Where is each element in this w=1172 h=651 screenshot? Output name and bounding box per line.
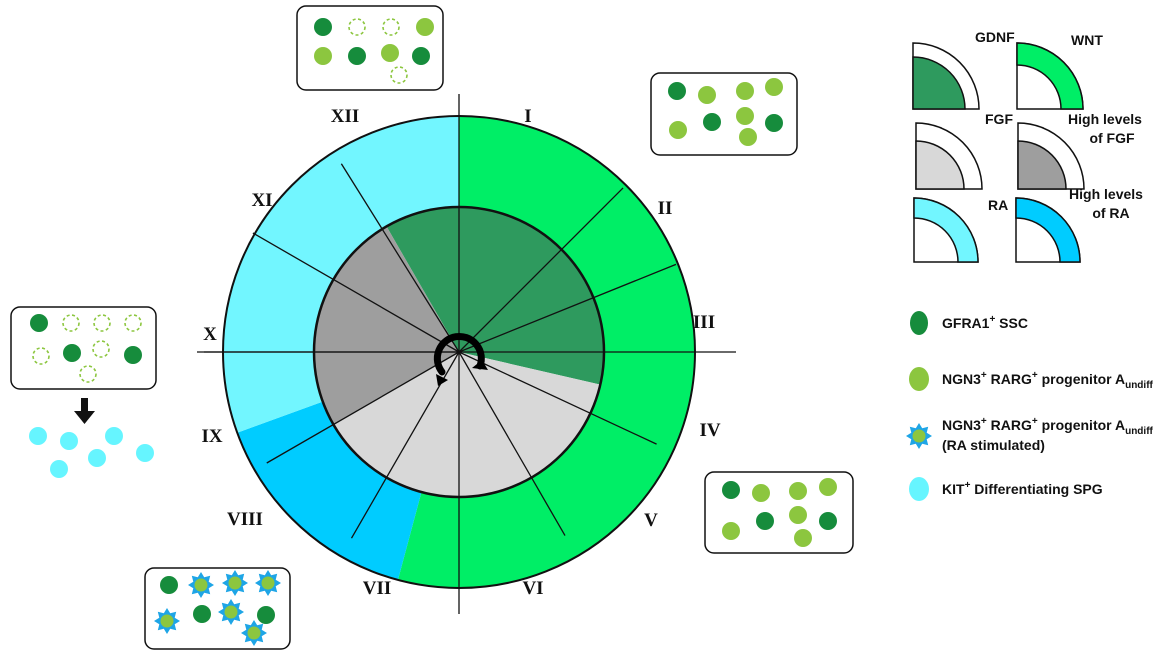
stage-label-ix: IX: [201, 426, 222, 447]
legend-progenitor-text: NGN3+ RARG+ progenitor Aundiff: [942, 370, 1154, 391]
stage-divider-line: [266, 351, 460, 464]
legend-wnt-label: WNT: [1071, 32, 1103, 48]
cell-box-stage-i: [650, 72, 798, 156]
legend: GDNF WNT FGF High levels of FGF RA High …: [906, 29, 1154, 501]
stage-label-vi: VI: [522, 578, 543, 599]
stage-divider-line: [340, 163, 460, 353]
legend-ra-progenitor-text: NGN3+ RARG+ progenitor Aundiff: [942, 416, 1154, 437]
stage-label-v: V: [644, 510, 658, 531]
legend-ra-progenitor-text-2: (RA stimulated): [942, 437, 1045, 453]
differentiation-arrow: [74, 398, 95, 424]
stage-label-x: X: [203, 324, 217, 345]
outer-ring-wnt: [397, 116, 695, 588]
inner-sector-fgf: [333, 352, 601, 497]
legend-gdnf: GDNF: [912, 29, 1015, 110]
cycle-arrow: [433, 332, 488, 386]
cell-box-stage-vii-viii: [144, 567, 291, 650]
cell-box-stage-v: [704, 471, 854, 554]
legend-fgf-high-label-2: of FGF: [1089, 130, 1135, 146]
legend-fgf-high-label-1: High levels: [1068, 111, 1142, 127]
legend-ra-label: RA: [988, 197, 1008, 213]
legend-wnt: WNT: [1016, 32, 1103, 110]
stage-label-xii: XII: [331, 106, 360, 127]
stage-divider-line: [458, 351, 566, 536]
stage-divider-line: [458, 263, 677, 353]
cell-box-stage-ix-x: [10, 306, 157, 390]
kit-cells-cluster: [29, 427, 154, 478]
stage-dividers: [197, 94, 736, 614]
legend-ra-high: High levels of RA: [1015, 186, 1143, 263]
legend-gdnf-label: GDNF: [975, 29, 1015, 45]
stage-label-xi: XI: [251, 190, 272, 211]
inner-sector-gdnf: [386, 207, 604, 385]
stage-label-vii: VII: [363, 578, 392, 599]
legend-fgf-label: FGF: [985, 111, 1013, 127]
stage-label-iii: III: [693, 312, 715, 333]
legend-fgf: FGF: [915, 111, 1013, 190]
legend-progenitor: NGN3+ RARG+ progenitor Aundiff: [909, 367, 1154, 391]
legend-ssc: GFRA1+ SSC: [910, 311, 1028, 335]
legend-ra-high-label-2: of RA: [1092, 205, 1129, 221]
outer-ring-ra: [223, 116, 459, 433]
legend-kit-text: KIT+ Differentiating SPG: [942, 480, 1103, 497]
cell-box-stage-xii: [296, 5, 444, 91]
outer-ring-ra-high: [237, 401, 422, 580]
legend-fgf-high: High levels of FGF: [1017, 111, 1142, 190]
stage-label-i: I: [524, 106, 531, 127]
inner-sector-fgf-high: [314, 226, 459, 425]
stage-label-viii: VIII: [227, 509, 263, 530]
stage-label-ii: II: [658, 198, 673, 219]
legend-kit: KIT+ Differentiating SPG: [909, 477, 1103, 501]
stage-label-iv: IV: [699, 420, 720, 441]
legend-ra-stimulated-progenitor: NGN3+ RARG+ progenitor Aundiff (RA stimu…: [906, 416, 1154, 453]
legend-ra: RA: [913, 197, 1008, 263]
stage-divider-line: [458, 187, 624, 353]
stage-divider-line: [458, 351, 657, 445]
legend-ra-high-label-1: High levels: [1069, 186, 1143, 202]
stage-divider-line: [252, 232, 460, 353]
legend-ssc-text: GFRA1+ SSC: [942, 314, 1028, 331]
